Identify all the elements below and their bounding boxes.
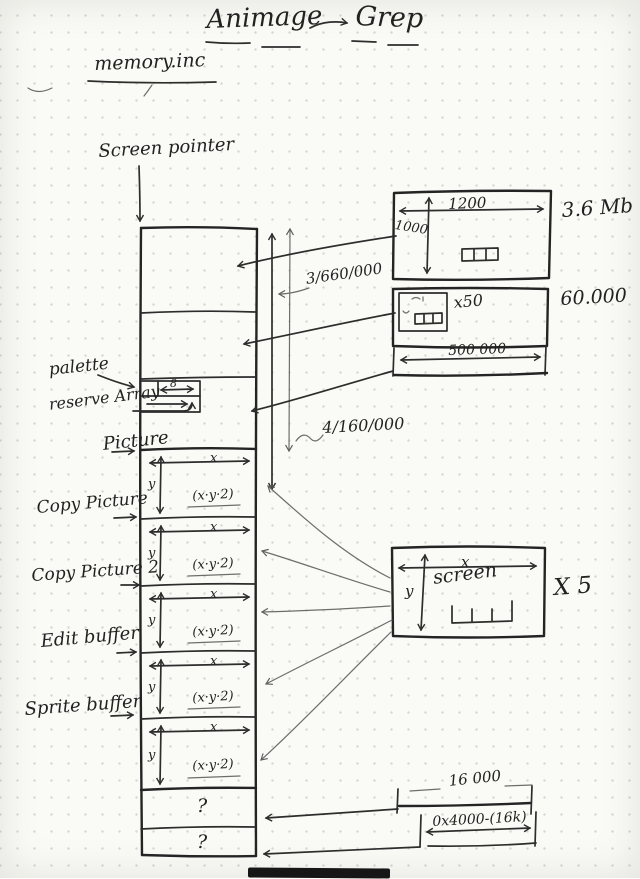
section-x-label: x (210, 451, 218, 466)
section-size-label: (x·y·2) (191, 622, 235, 640)
section-y-label: y (148, 477, 156, 492)
section-y-label: y (148, 748, 156, 763)
section-size-label: (x·y·2) (191, 688, 235, 706)
section-x-label: x (210, 587, 218, 602)
scan-artifact-bar (247, 867, 391, 879)
screen-width-value: 1200 (447, 193, 487, 213)
section-y-label: y (148, 546, 156, 561)
sprite-count-value: x50 (452, 290, 484, 312)
section-y-label: y (148, 680, 156, 695)
section-x-label: x (210, 654, 218, 669)
sprite-total-width-value: 500 000 (447, 340, 507, 359)
sprite-detail-box (391, 286, 550, 377)
section-dimension-arrows (148, 455, 251, 786)
palette-width-label: 8 (170, 377, 177, 390)
section-x-label: x (210, 720, 218, 735)
total-size-arrows (267, 227, 324, 491)
memory-column-section-lines (139, 310, 258, 830)
screen-pointer-arrow (135, 165, 145, 223)
unknown-section-label: ? (197, 795, 208, 817)
subtitle-underline (87, 80, 217, 97)
box-to-column-arrows (236, 235, 397, 414)
title-arrow-icon (309, 17, 349, 29)
tile-y-label: y (405, 582, 414, 600)
tile-x-label: x (461, 553, 470, 571)
screen-tile-box (390, 545, 547, 639)
tile-multiplier-label: X 5 (552, 572, 593, 601)
page-subtitle: memory.inc (93, 49, 206, 75)
section-y-label: y (148, 613, 156, 628)
unknown-section-label: ? (197, 831, 208, 853)
screen-detail-box (391, 189, 553, 281)
section-size-label: (x·y·2) (191, 486, 235, 504)
bottom-measures (262, 784, 537, 858)
page-title-left: Animage (205, 0, 323, 35)
section-size-label: (x·y·2) (191, 756, 235, 774)
screen-size-value: 3.6 Mb (560, 193, 634, 222)
section-x-label: x (210, 520, 218, 535)
title-underline-strokes (205, 40, 419, 48)
palette-box (141, 380, 201, 413)
memory-column-outline (139, 226, 259, 858)
sprite-size-value: 60.000 (559, 284, 628, 310)
screen-tile-fan-arrows (260, 485, 393, 761)
section-size-label: (x·y·2) (191, 555, 235, 573)
label-leader-arrows (97, 374, 197, 720)
page-title-right: Grep (354, 1, 424, 35)
all-total-value: 4/160/000 (321, 413, 405, 437)
stray-marks (27, 87, 53, 93)
